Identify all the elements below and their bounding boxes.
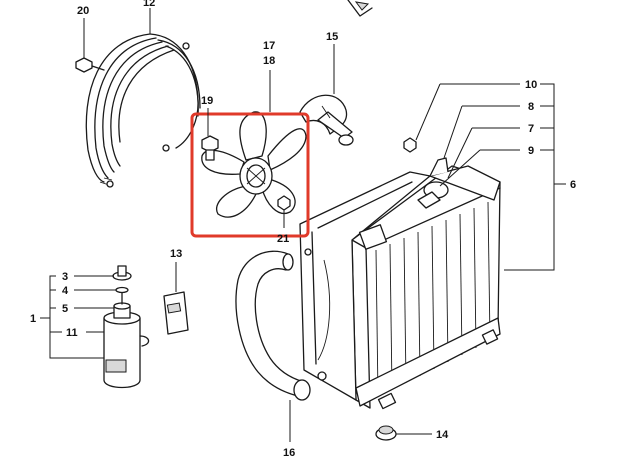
fan-guard (85, 33, 201, 188)
cooling-fan (201, 111, 307, 218)
label-19: 19 (201, 95, 213, 107)
label-13: 13 (170, 248, 182, 260)
label-10: 10 (525, 79, 537, 91)
label-16: 16 (283, 447, 295, 459)
leader-lines (40, 8, 566, 442)
clipped-part-top (347, 0, 373, 17)
label-11: 11 (66, 327, 78, 339)
radiator (351, 157, 501, 410)
upper-hose (299, 94, 354, 146)
bolt-10 (403, 137, 417, 153)
label-6: 6 (570, 179, 576, 191)
label-8: 8 (528, 101, 534, 113)
radiator-shroud (299, 171, 431, 401)
label-17: 17 (263, 40, 275, 52)
label-1: 1 (30, 313, 36, 325)
reserve-tank (103, 265, 150, 389)
label-12: 12 (143, 0, 155, 9)
label-14: 14 (436, 429, 449, 441)
label-7: 7 (528, 123, 534, 135)
bolt-21 (277, 195, 291, 211)
label-15: 15 (326, 31, 338, 43)
lower-hose (235, 250, 311, 401)
label-18: 18 (263, 55, 275, 67)
part-labels: 20 12 19 17 18 15 21 13 16 14 10 8 7 9 6… (30, 0, 576, 459)
label-4: 4 (62, 285, 69, 297)
bolt-20 (75, 57, 105, 73)
label-5: 5 (62, 303, 68, 315)
label-9: 9 (528, 145, 534, 157)
caution-label-13 (163, 291, 189, 335)
drain-plug-14 (375, 425, 397, 441)
bolt-19 (201, 135, 219, 161)
label-21: 21 (277, 233, 289, 245)
highlight-box (190, 112, 310, 238)
label-3: 3 (62, 271, 68, 283)
label-20: 20 (77, 5, 89, 17)
